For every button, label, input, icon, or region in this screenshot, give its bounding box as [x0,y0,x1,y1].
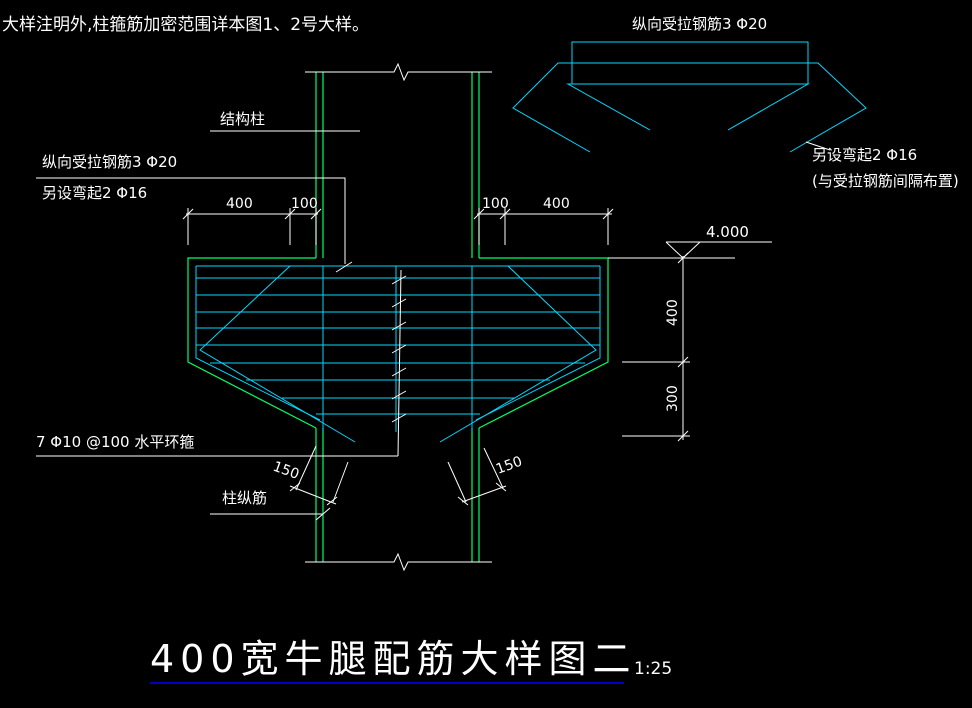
dim-150-left: 150 [271,459,302,483]
detail-rebar-top-right: 纵向受拉钢筋3 Φ20 另设弯起2 Φ16 (与受拉钢筋间隔布置) [512,15,959,190]
header-note: 大样注明外,柱箍筋加密范围详本图1、2号大样。 [2,15,369,35]
label-top-right-rebar: 纵向受拉钢筋3 Φ20 [632,15,767,33]
label-column-longitudinal-group: 柱纵筋 [210,489,331,521]
column-outline [315,72,480,562]
break-line-bottom [305,552,492,572]
label-right-bent-1: 另设弯起2 Φ16 [812,146,917,164]
break-line-top [305,62,492,82]
elevation-mark: 4.000 [608,223,772,259]
dim-400-left: 400 [226,196,253,212]
dim-150-left-group: 150 [271,445,349,506]
dim-150-right: 150 [494,454,525,478]
label-left-rebar-1: 纵向受拉钢筋3 Φ20 [42,153,177,171]
label-left-rebar-group: 纵向受拉钢筋3 Φ20 另设弯起2 Φ16 [36,153,353,273]
label-hoops: 7 Φ10 @100 水平环箍 [36,433,194,451]
dim-vertical-right: 400 300 [622,252,690,442]
label-column-longitudinal: 柱纵筋 [222,489,267,507]
dim-150-right-group: 150 [447,447,525,506]
dim-400-right: 400 [543,196,570,212]
title-scale: 1:25 [634,659,672,679]
dim-top-left: 400 100 [182,196,322,245]
hoop-leader [36,269,407,457]
title-main: 400宽牛腿配筋大样图二 [150,637,637,681]
corbel-rebar [195,265,601,443]
label-left-rebar-2: 另设弯起2 Φ16 [42,184,147,202]
label-structural-column: 结构柱 [220,110,265,128]
dim-100-left: 100 [291,196,318,212]
label-hoops-group: 7 Φ10 @100 水平环箍 [36,433,194,451]
corbel-outline [187,257,609,429]
elevation-value: 4.000 [706,223,749,241]
dim-400-vertical: 400 [665,299,681,326]
dim-100-right: 100 [482,196,509,212]
label-right-bent-2: (与受拉钢筋间隔布置) [812,172,959,190]
dim-top-right: 100 400 [473,196,614,245]
dim-300-vertical: 300 [665,385,681,412]
drawing-title: 400宽牛腿配筋大样图二 1:25 [150,637,672,684]
label-structural-column-group: 结构柱 [210,110,360,132]
